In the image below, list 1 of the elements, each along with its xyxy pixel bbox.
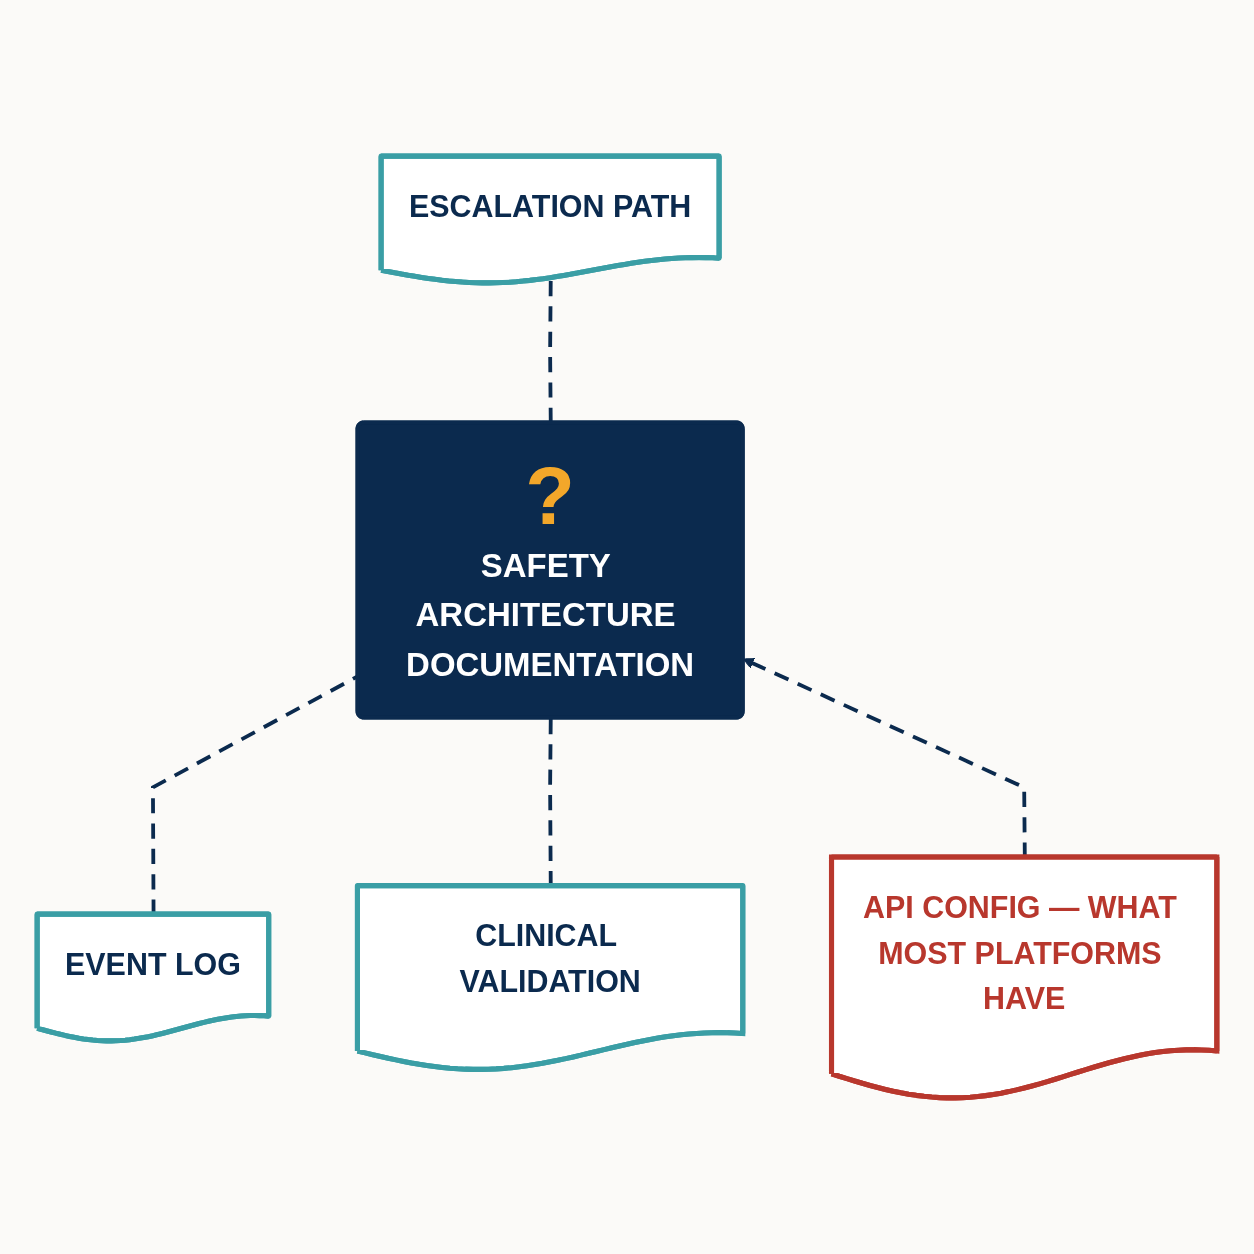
connector [548,278,553,423]
